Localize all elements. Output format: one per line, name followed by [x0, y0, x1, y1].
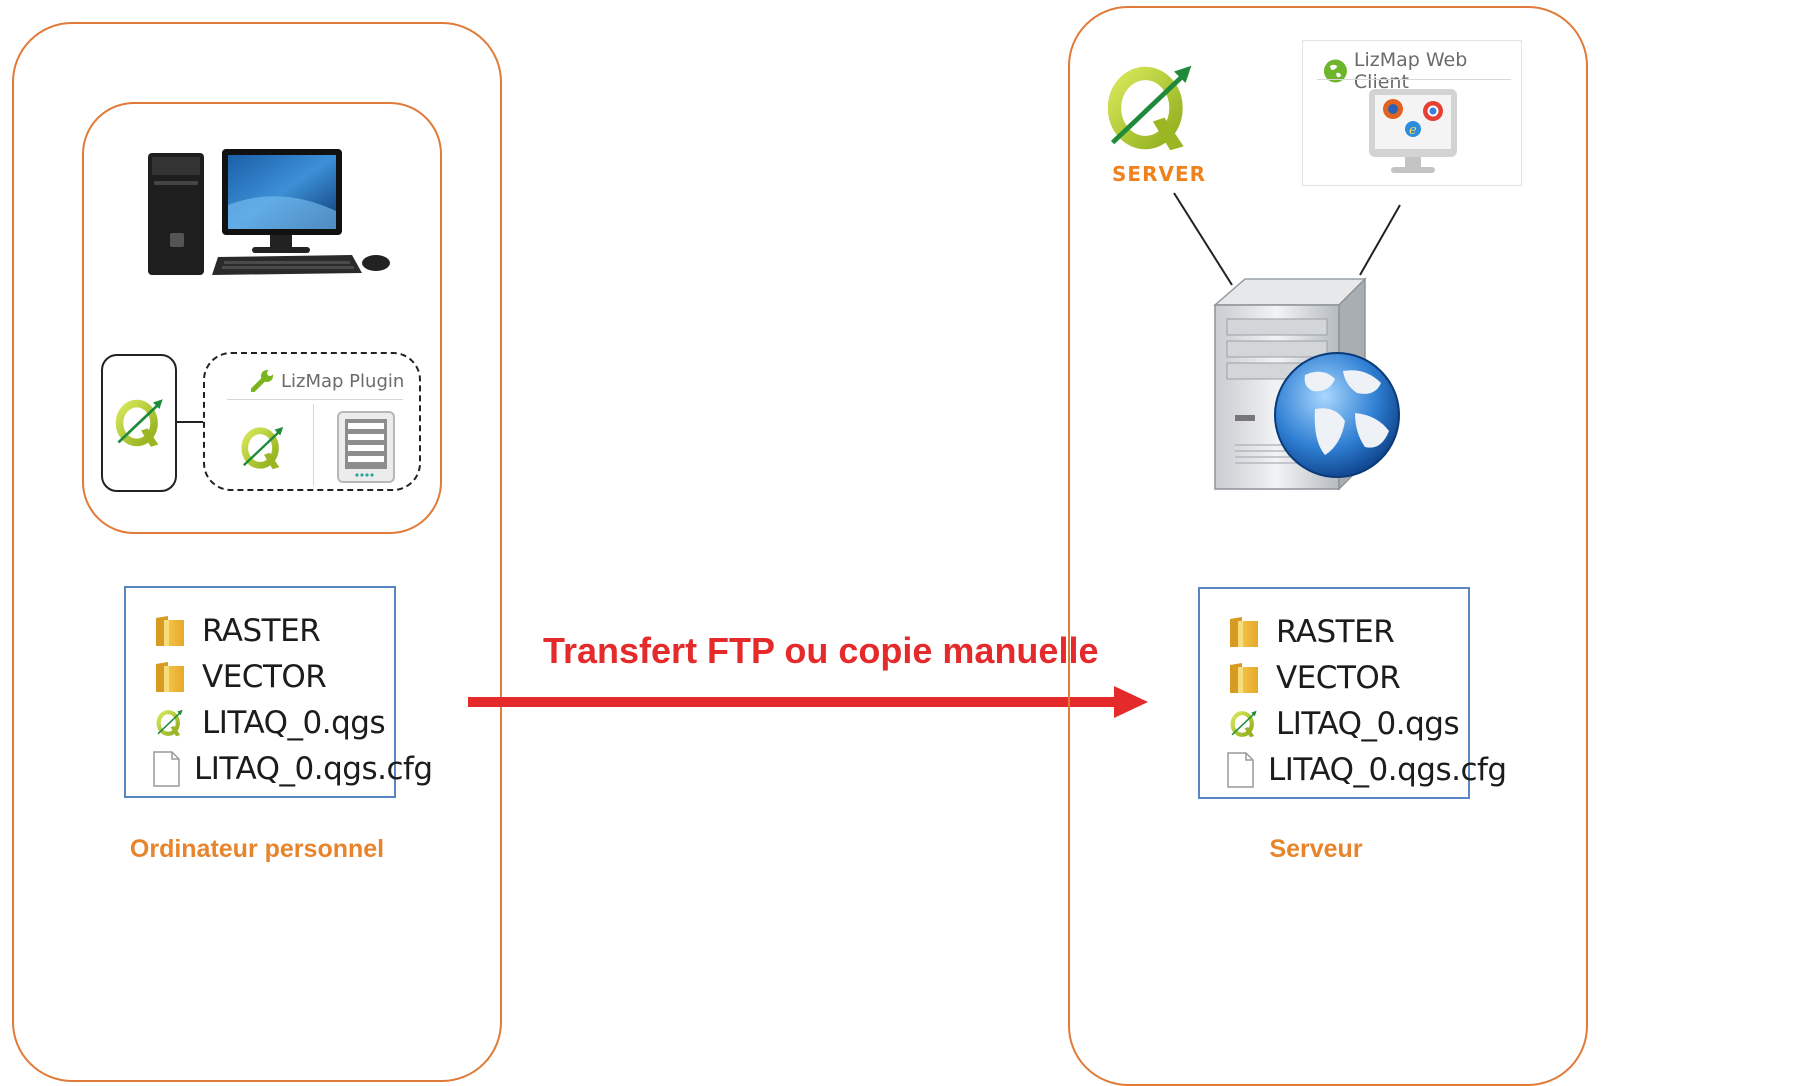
lizmap-web-client-box: LizMap Web Client e — [1302, 40, 1522, 186]
file-row[interactable]: LITAQ_0.qgs.cfg — [152, 746, 433, 792]
file-row[interactable]: RASTER — [1226, 609, 1468, 655]
svg-text:e: e — [1409, 123, 1417, 138]
webclient-title: LizMap Web Client — [1353, 49, 1468, 93]
web-server-icon — [1205, 275, 1405, 500]
file-row[interactable]: VECTOR — [1226, 655, 1468, 701]
qgis-logo-icon — [113, 386, 167, 460]
server-label: Serveur — [1269, 835, 1363, 863]
qgis-server-logo-icon — [1103, 52, 1199, 164]
webclient-divider — [1317, 79, 1511, 80]
desktop-computer-icon — [140, 145, 395, 285]
transfer-label: Transfert FTP ou copie manuelle — [543, 630, 1099, 671]
plugin-divider — [227, 399, 403, 400]
folder-icon — [1226, 658, 1262, 698]
blank-file-icon — [152, 749, 180, 789]
browser-monitor-icon: e — [1367, 87, 1459, 179]
file-row[interactable]: VECTOR — [152, 654, 394, 700]
wrench-icon — [251, 370, 273, 392]
transfer-arrow — [468, 684, 1158, 720]
desktop-environment-box — [82, 102, 442, 534]
local-project-files: RASTER VECTOR LITAQ_0.qgs LITAQ_0.qgs.cf… — [124, 586, 433, 798]
plugin-vertical-divider — [313, 404, 314, 486]
folder-icon — [1226, 612, 1262, 652]
qgis-desktop-box — [101, 354, 177, 492]
qgis-server-label: SERVER — [1112, 162, 1207, 186]
lizmap-plugin-box: LizMap Plugin — [203, 352, 421, 491]
file-row[interactable]: LITAQ_0.qgs — [1226, 701, 1468, 747]
file-row[interactable]: RASTER — [152, 608, 394, 654]
connector-line — [177, 421, 204, 423]
server-rack-icon — [337, 411, 395, 483]
personal-computer-label: Ordinateur personnel — [129, 835, 385, 863]
blank-file-icon — [1226, 750, 1254, 790]
file-row[interactable]: LITAQ_0.qgs — [152, 700, 394, 746]
folder-icon — [152, 657, 188, 697]
server-project-files: RASTER VECTOR LITAQ_0.qgs LITAQ_0.qgs.cf… — [1198, 587, 1507, 799]
folder-icon — [152, 611, 188, 651]
file-row[interactable]: LITAQ_0.qgs.cfg — [1226, 747, 1507, 793]
qgis-file-icon — [1226, 704, 1262, 744]
connection-lines — [1173, 192, 1401, 286]
globe-badge-icon — [1323, 59, 1347, 83]
plugin-title: LizMap Plugin — [281, 370, 405, 392]
qgis-logo-icon — [239, 422, 287, 474]
qgis-file-icon — [152, 703, 188, 743]
